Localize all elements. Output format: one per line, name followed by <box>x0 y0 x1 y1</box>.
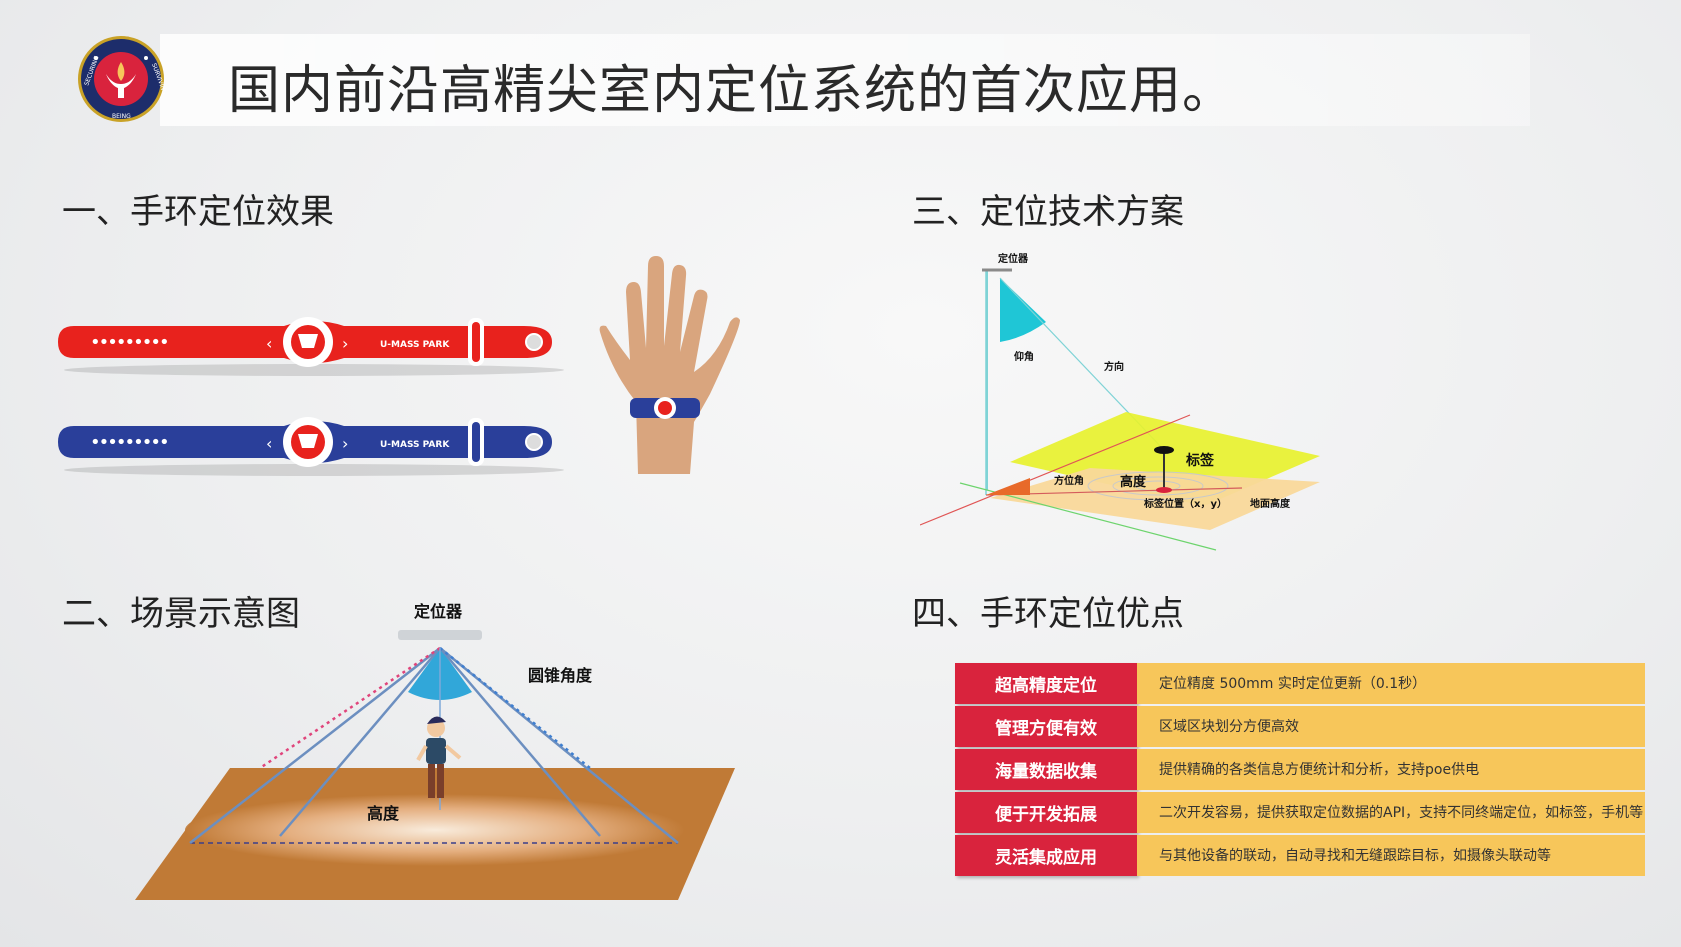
section-heading-2: 二、场景示意图 <box>62 594 300 634</box>
blue-band-dots: ••••••••• <box>90 432 168 453</box>
advantage-key: 灵活集成应用 <box>955 835 1137 876</box>
scene-cone-angle-label: 圆锥角度 <box>528 666 593 685</box>
wristband-illustration: ••••••••• U-MASS PARK ‹ › ••••••••• U-MA… <box>58 317 564 476</box>
scene-locator-device <box>398 630 482 640</box>
advantage-row: 海量数据收集 提供精确的各类信息方便统计和分析，支持poe供电 <box>955 749 1645 790</box>
advantage-key: 便于开发拓展 <box>955 792 1137 833</box>
advantage-value: 与其他设备的联动，自动寻找和无缝跟踪目标，如摄像头联动等 <box>1137 835 1645 876</box>
direction-label: 方向 <box>1104 362 1124 373</box>
logo-emblem: SECURING BEING SURVIVING <box>78 36 166 122</box>
red-band-label: U-MASS PARK <box>380 340 450 350</box>
hand-illustration <box>599 256 740 474</box>
advantage-key: 超高精度定位 <box>955 663 1137 704</box>
red-band-dots: ••••••••• <box>90 332 168 353</box>
scene-height-label: 高度 <box>367 804 400 823</box>
advantage-key: 海量数据收集 <box>955 749 1137 790</box>
advantage-row: 管理方便有效 区域区块划分方便高效 <box>955 706 1645 747</box>
hand-shape <box>599 256 740 474</box>
person-figure <box>416 716 462 798</box>
tech-diagram <box>920 268 1320 551</box>
blue-band-label: U-MASS PARK <box>380 440 450 450</box>
advantage-value: 区域区块划分方便高效 <box>1137 706 1645 747</box>
tag-position-label: 标签位置（x，y） <box>1144 499 1227 510</box>
svg-text:›: › <box>342 334 348 353</box>
scene-locator-label: 定位器 <box>414 602 463 621</box>
tech-height-label: 高度 <box>1120 475 1147 490</box>
title-band <box>160 34 1530 126</box>
logo-text-bottom: BEING <box>112 113 131 120</box>
svg-text:‹: ‹ <box>266 334 272 353</box>
azimuth-label: 方位角 <box>1054 476 1084 487</box>
advantage-row: 便于开发拓展 二次开发容易，提供获取定位数据的API，支持不同终端定位，如标签，… <box>955 792 1645 833</box>
page-title: 国内前沿高精尖室内定位系统的首次应用。 <box>228 61 1236 121</box>
scene-diagram <box>135 630 735 900</box>
advantage-row: 超高精度定位 定位精度 500mm 实时定位更新（0.1秒） <box>955 663 1645 704</box>
ground-height-label: 地面高度 <box>1250 499 1290 510</box>
elevation-angle-marker <box>1000 278 1046 342</box>
advantage-value: 定位精度 500mm 实时定位更新（0.1秒） <box>1137 663 1645 704</box>
advantage-row: 灵活集成应用 与其他设备的联动，自动寻找和无缝跟踪目标，如摄像头联动等 <box>955 835 1645 876</box>
advantage-value: 提供精确的各类信息方便统计和分析，支持poe供电 <box>1137 749 1645 790</box>
tag-marker <box>1154 446 1174 454</box>
advantage-key: 管理方便有效 <box>955 706 1137 747</box>
ground-plane <box>990 468 1320 530</box>
svg-text:‹: ‹ <box>266 434 272 453</box>
svg-text:›: › <box>342 434 348 453</box>
tech-locator-label: 定位器 <box>998 254 1028 265</box>
section-heading-1: 一、手环定位效果 <box>62 192 334 232</box>
section-heading-3: 三、定位技术方案 <box>912 192 1184 232</box>
tag-label: 标签 <box>1186 453 1214 469</box>
advantage-value: 二次开发容易，提供获取定位数据的API，支持不同终端定位，如标签，手机等 <box>1137 792 1645 833</box>
section-heading-4: 四、手环定位优点 <box>912 594 1184 634</box>
elevation-label: 仰角 <box>1014 352 1034 363</box>
